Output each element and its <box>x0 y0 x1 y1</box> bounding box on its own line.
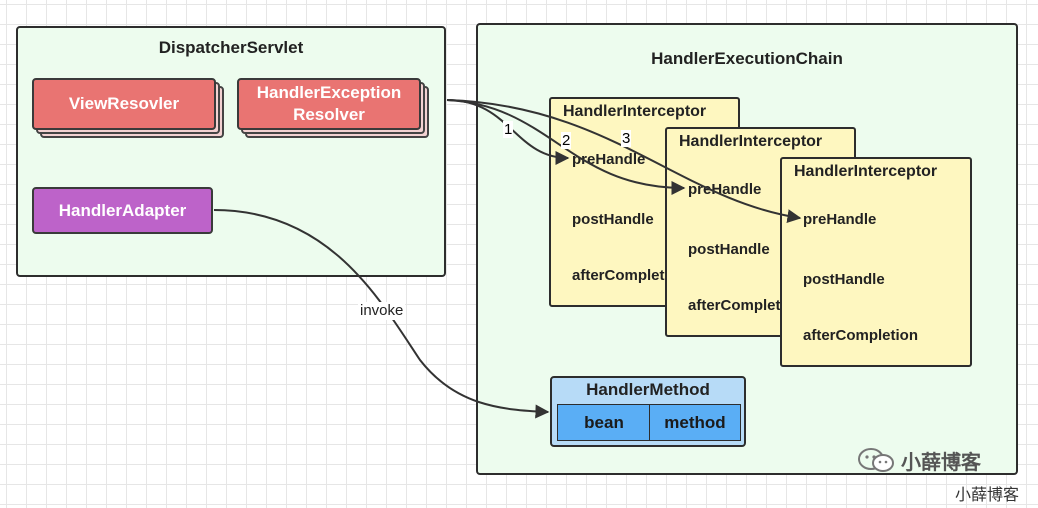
watermark-caption: 小薛博客 <box>955 487 1020 504</box>
handler-method-box: HandlerMethod bean method <box>550 376 746 447</box>
interceptor-3-posthandle: postHandle <box>803 271 885 288</box>
interceptor-2-prehandle: preHandle <box>688 181 762 198</box>
handler-method-title: HandlerMethod <box>586 380 710 399</box>
method-label: method <box>664 412 726 432</box>
watermark: 小薛博客 <box>857 445 1027 475</box>
edge-label-2: 2 <box>561 132 572 149</box>
edge-label-1-text: 1 <box>504 121 513 138</box>
interceptor-3-prehandle: preHandle <box>803 211 877 228</box>
view-resolver-label: ViewResovler <box>68 94 180 113</box>
interceptor-title-3: HandlerInterceptor <box>794 163 938 180</box>
view-resolver-box: ViewResovler <box>32 78 216 130</box>
interceptor-title-2: HandlerInterceptor <box>679 133 823 150</box>
dispatcher-servlet-title: DispatcherServlet <box>158 38 304 57</box>
edge-3-to-prehandle-3 <box>446 99 802 224</box>
handler-execution-chain-title: HandlerExecutionChain <box>651 49 843 68</box>
handler-adapter-box: HandlerAdapter <box>32 187 213 234</box>
interceptor-3-aftercompletion: afterCompletion <box>803 327 919 344</box>
edge-label-2-text: 2 <box>562 132 571 149</box>
edge-label-3: 3 <box>621 130 632 147</box>
interceptor-2-aftercompletion: afterCompletion <box>688 297 804 314</box>
interceptor-1-posthandle: postHandle <box>572 211 654 228</box>
wechat-icon <box>858 448 894 472</box>
interceptor-title-1: HandlerInterceptor <box>563 103 707 120</box>
dispatcher-servlet-container: DispatcherServlet <box>16 26 446 277</box>
edge-label-3-text: 3 <box>622 130 631 147</box>
handler-method-method-cell: method <box>649 404 741 441</box>
exception-resolver-box: HandlerException Resolver <box>237 78 421 130</box>
invoke-label-text: invoke <box>360 302 404 319</box>
watermark-logo-text: 小薛博客 <box>901 451 981 474</box>
edge-label-1: 1 <box>503 121 514 138</box>
handler-adapter-label: HandlerAdapter <box>58 200 187 220</box>
edge-invoke <box>213 209 550 419</box>
interceptor-box-3: HandlerInterceptor preHandle postHandle … <box>780 157 972 367</box>
invoke-label: invoke <box>358 302 406 320</box>
handler-method-bean-cell: bean <box>557 404 651 441</box>
bean-label: bean <box>584 412 624 432</box>
interceptor-2-posthandle: postHandle <box>688 241 770 258</box>
interceptor-1-aftercompletion: afterCompletion <box>572 267 688 284</box>
exception-resolver-label: HandlerException Resolver <box>256 83 402 124</box>
